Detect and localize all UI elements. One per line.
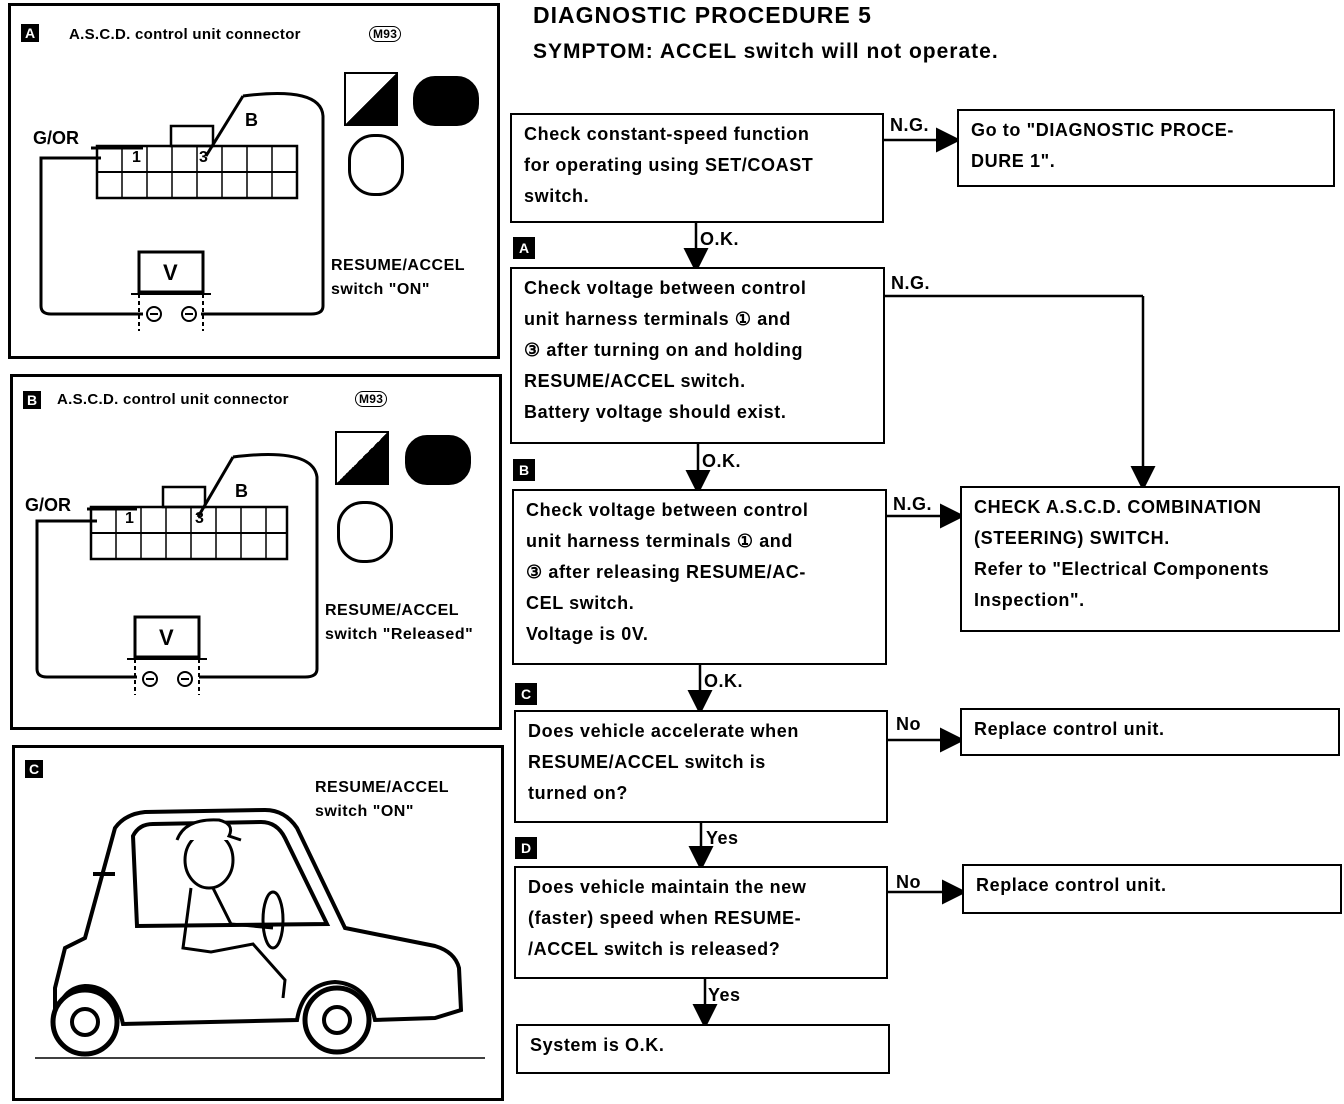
label-ng-2: N.G. — [891, 273, 931, 293]
panel-a-title: A.S.C.D. control unit connector — [69, 26, 301, 43]
panel-a-condition: RESUME/ACCEL switch "ON" — [331, 257, 466, 298]
step5-maintain-speed-question: Does vehicle maintain the new (faster) s… — [514, 866, 888, 979]
label-ok-1: O.K. — [700, 229, 740, 249]
panel-c-badge: C — [25, 760, 43, 778]
label-ng-3: N.G. — [893, 494, 933, 514]
ignition-ms-icon — [335, 431, 389, 485]
panel-b-meter-label: V — [159, 625, 174, 650]
panel-a-probe-label: B — [245, 110, 258, 130]
step4-accelerate-question: Does vehicle accelerate when RESUME/ACCE… — [514, 710, 888, 823]
connect-icon — [405, 435, 471, 485]
label-no-4: No — [896, 714, 921, 734]
panel-a: A A.S.C.D. control unit connector M93 G/… — [8, 3, 500, 359]
check-combination-switch: CHECK A.S.C.D. COMBINATION (STEERING) SW… — [960, 486, 1340, 632]
symptom-text: SYMPTOM: ACCEL switch will not operate. — [533, 40, 999, 63]
step2-check-voltage-holding: Check voltage between control unit harne… — [510, 267, 885, 444]
panel-a-pin-1: 1 — [132, 149, 141, 166]
label-ok-2: O.K. — [702, 451, 742, 471]
page-title: DIAGNOSTIC PROCEDURE 5 — [533, 2, 872, 28]
panel-b-probe-label: B — [235, 481, 248, 501]
label-yes-4: Yes — [706, 828, 739, 848]
panel-b-pin-3: 3 — [195, 510, 204, 527]
panel-b-connector-code: M93 — [355, 391, 388, 407]
car-driver-illustration — [35, 807, 485, 1059]
marker-b: B — [513, 459, 535, 481]
panel-a-wire-label: G/OR — [33, 128, 80, 148]
panel-c: C RESUME/ACCEL switch "ON" — [12, 745, 504, 1101]
step1-check-constant-speed: Check constant-speed function for operat… — [510, 113, 884, 223]
panel-a-badge: A — [21, 24, 39, 42]
label-ok-3: O.K. — [704, 671, 744, 691]
step5-replace-control-unit: Replace control unit. — [962, 864, 1342, 914]
panel-b-wire-label: G/OR — [25, 495, 72, 515]
step3-check-voltage-released: Check voltage between control unit harne… — [512, 489, 887, 665]
label-yes-5: Yes — [708, 985, 741, 1005]
panel-c-condition: RESUME/ACCEL switch "ON" — [315, 779, 450, 820]
ignition-key-on-icon — [348, 134, 404, 196]
panel-a-wiring-diagram — [39, 92, 325, 331]
panel-a-pin-3: 3 — [199, 149, 208, 166]
marker-c: C — [515, 683, 537, 705]
panel-b-badge: B — [23, 391, 41, 409]
label-ng-1: N.G. — [890, 115, 930, 135]
panel-b-pin-1: 1 — [125, 510, 134, 527]
step4-replace-control-unit: Replace control unit. — [960, 708, 1340, 756]
panel-b-title: A.S.C.D. control unit connector — [57, 391, 289, 408]
panel-a-meter-label: V — [163, 260, 178, 285]
label-no-5: No — [896, 872, 921, 892]
panel-b-wiring-diagram — [35, 453, 319, 695]
ignition-ms-icon — [344, 72, 398, 126]
marker-d: D — [515, 837, 537, 859]
panel-b-condition: RESUME/ACCEL switch "Released" — [325, 602, 474, 643]
final-system-ok: System is O.K. — [516, 1024, 890, 1074]
connect-icon — [413, 76, 479, 126]
ignition-key-on-icon — [337, 501, 393, 563]
marker-a: A — [513, 237, 535, 259]
panel-b: B A.S.C.D. control unit connector M93 G/… — [10, 374, 502, 730]
step1-ng-goto-procedure-1: Go to "DIAGNOSTIC PROCE- DURE 1". — [957, 109, 1335, 187]
panel-a-connector-code: M93 — [369, 26, 402, 42]
